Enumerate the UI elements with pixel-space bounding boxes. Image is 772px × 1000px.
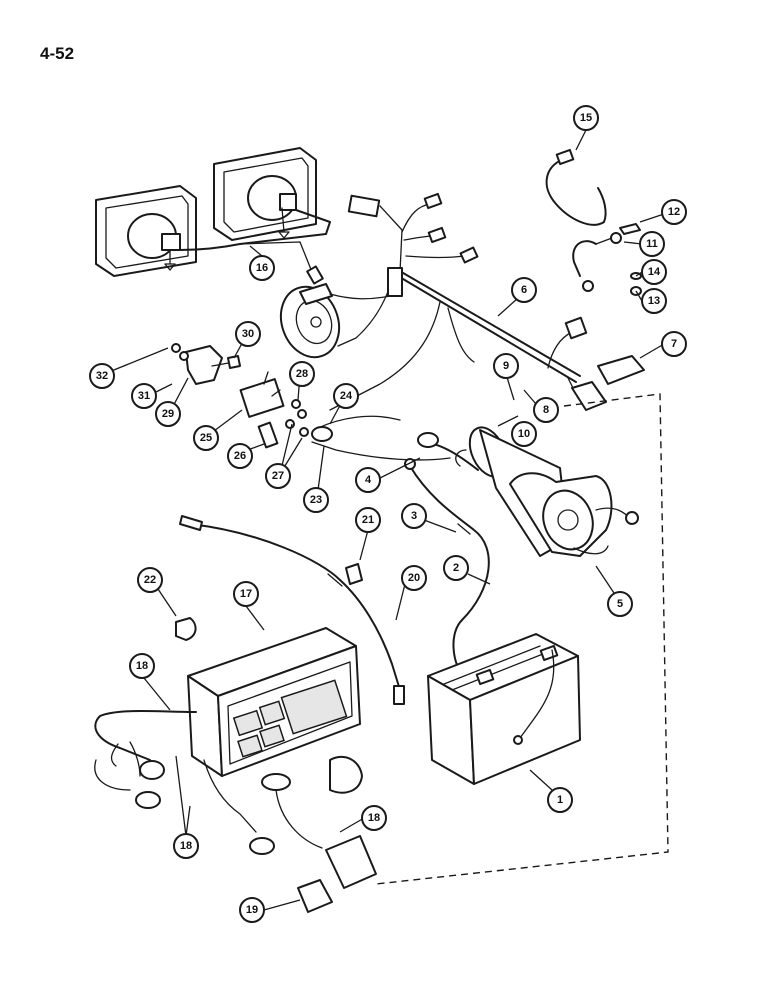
svg-text:29: 29	[162, 408, 174, 420]
starter-motor	[455, 426, 639, 557]
page-number: 4-52	[40, 44, 75, 63]
svg-text:31: 31	[138, 390, 150, 402]
callout-29: 29	[155, 401, 181, 427]
callout-4: 4	[355, 467, 381, 493]
svg-text:10: 10	[518, 428, 530, 440]
svg-text:18: 18	[368, 812, 380, 824]
svg-text:13: 13	[648, 295, 660, 307]
callout-20: 20	[401, 565, 427, 591]
svg-text:14: 14	[648, 266, 661, 278]
callout-18: 18	[173, 833, 199, 859]
horn	[279, 283, 391, 359]
headlamp-left	[95, 185, 197, 277]
callout-15: 15	[573, 105, 599, 131]
svg-text:18: 18	[136, 660, 148, 672]
svg-text:24: 24	[340, 390, 353, 402]
svg-text:19: 19	[246, 904, 258, 916]
svg-text:16: 16	[256, 262, 268, 274]
callout-12: 12	[661, 199, 687, 225]
svg-text:9: 9	[503, 360, 509, 372]
svg-text:8: 8	[543, 404, 549, 416]
svg-text:22: 22	[144, 574, 156, 586]
callout-21: 21	[355, 507, 381, 533]
callout-32: 32	[89, 363, 115, 389]
callout-17: 17	[233, 581, 259, 607]
callout-23: 23	[303, 487, 329, 513]
callout-22: 22	[137, 567, 163, 593]
callout-27: 27	[265, 463, 291, 489]
callout-16: 16	[249, 255, 275, 281]
headlamp-right	[213, 147, 317, 241]
svg-text:28: 28	[296, 368, 308, 380]
svg-text:27: 27	[272, 470, 284, 482]
callout-1: 1	[547, 787, 573, 813]
callout-9: 9	[493, 353, 519, 379]
svg-text:11: 11	[646, 238, 658, 250]
callout-2: 2	[443, 555, 469, 581]
svg-text:6: 6	[521, 284, 527, 296]
svg-text:18: 18	[180, 840, 192, 852]
callout-10: 10	[511, 421, 537, 447]
callout-31: 31	[131, 383, 157, 409]
callout-30: 30	[235, 321, 261, 347]
svg-text:21: 21	[362, 514, 374, 526]
battery	[427, 633, 581, 785]
callout-14: 14	[641, 259, 667, 285]
svg-text:23: 23	[310, 494, 322, 506]
callout-7: 7	[661, 331, 687, 357]
svg-text:15: 15	[580, 112, 592, 124]
instrument-panel	[187, 627, 361, 777]
callout-18: 18	[361, 805, 387, 831]
svg-text:1: 1	[557, 794, 563, 806]
callout-5: 5	[607, 591, 633, 617]
svg-text:5: 5	[617, 598, 623, 610]
svg-text:20: 20	[408, 572, 420, 584]
svg-text:3: 3	[411, 510, 417, 522]
callout-28: 28	[289, 361, 315, 387]
callout-25: 25	[193, 425, 219, 451]
callout-13: 13	[641, 288, 667, 314]
callout-11: 11	[639, 231, 665, 257]
svg-text:7: 7	[671, 338, 677, 350]
svg-text:26: 26	[234, 450, 246, 462]
svg-text:30: 30	[242, 328, 254, 340]
svg-text:25: 25	[200, 432, 212, 444]
svg-text:2: 2	[453, 562, 459, 574]
callout-19: 19	[239, 897, 265, 923]
svg-text:32: 32	[96, 370, 108, 382]
callout-18: 18	[129, 653, 155, 679]
callout-24: 24	[333, 383, 359, 409]
callout-8: 8	[533, 397, 559, 423]
callout-6: 6	[511, 277, 537, 303]
callout-26: 26	[227, 443, 253, 469]
svg-text:12: 12	[668, 206, 680, 218]
svg-text:4: 4	[365, 474, 372, 486]
callout-3: 3	[401, 503, 427, 529]
svg-text:17: 17	[240, 588, 252, 600]
